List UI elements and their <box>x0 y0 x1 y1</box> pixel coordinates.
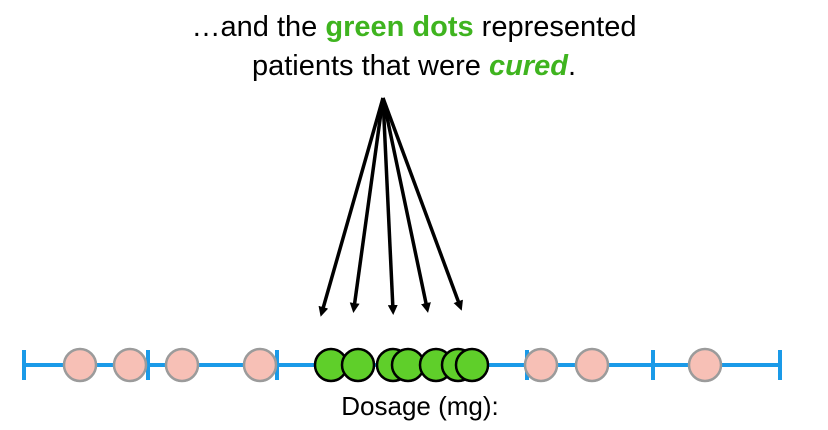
arrow <box>381 97 398 315</box>
caption-line-1: …and the green dots represented <box>0 8 828 47</box>
arrow <box>318 97 385 317</box>
cured-dot <box>340 347 376 383</box>
not-cured-dot <box>62 347 98 383</box>
arrow <box>381 97 463 311</box>
cured-dots <box>313 347 490 383</box>
caption-line-2: patients that were cured. <box>0 47 828 86</box>
caption: …and the green dots represented patients… <box>0 8 828 86</box>
caption-line1-suffix: represented <box>473 11 637 43</box>
not-cured-dots <box>62 347 723 383</box>
caption-line2-prefix: patients that were <box>251 50 489 82</box>
not-cured-dot <box>242 347 278 383</box>
cured-dot <box>454 347 490 383</box>
caption-line2-suffix: . <box>567 50 577 82</box>
caption-line1-prefix: …and the <box>191 11 326 43</box>
cured-highlight: cured <box>488 50 568 82</box>
not-cured-dot <box>687 347 723 383</box>
arrows <box>318 97 463 317</box>
not-cured-dot <box>112 347 148 383</box>
arrow <box>349 97 385 313</box>
arrow <box>381 97 431 313</box>
not-cured-dot <box>523 347 559 383</box>
axis-label: Dosage (mg): <box>341 391 499 421</box>
not-cured-dot <box>574 347 610 383</box>
not-cured-dot <box>164 347 200 383</box>
green-dots-highlight: green dots <box>325 11 474 43</box>
